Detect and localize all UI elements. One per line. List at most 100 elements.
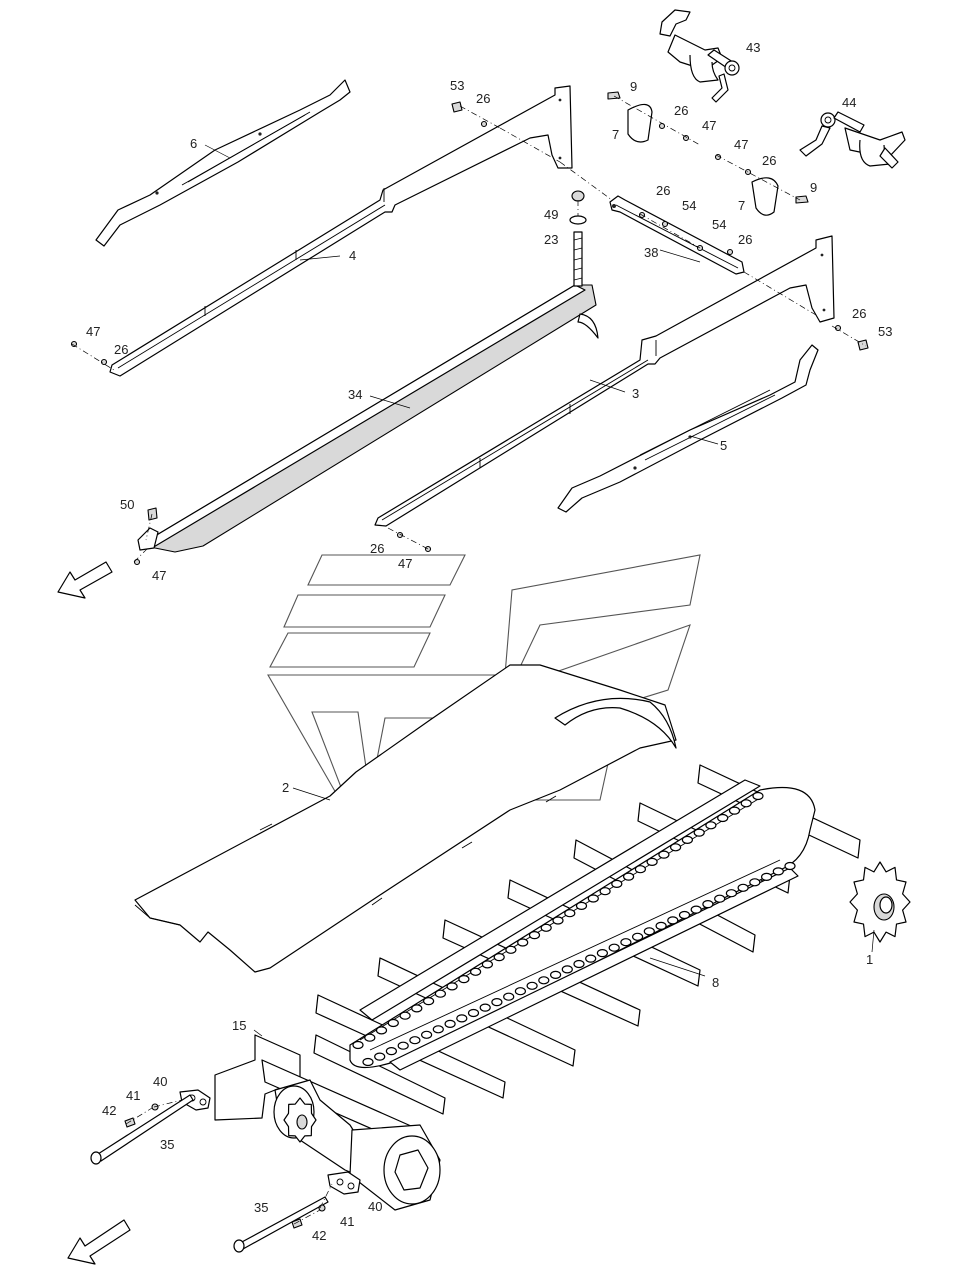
label-7b: 7 (738, 198, 745, 213)
chain-link (491, 997, 503, 1007)
chain-link (397, 1041, 409, 1050)
chain-link (432, 1025, 444, 1034)
chain-link (387, 1018, 399, 1028)
chain-link (399, 1011, 411, 1020)
chain-link (749, 878, 761, 887)
chain-link (481, 960, 493, 969)
chain-link (526, 981, 538, 990)
label-2: 2 (282, 780, 289, 795)
part-43-crank-handle (659, 9, 740, 103)
chain-link (564, 909, 576, 918)
chain-link (423, 996, 435, 1006)
chain-link (374, 1052, 386, 1061)
chain-link (573, 959, 585, 969)
label-26b: 26 (674, 103, 688, 118)
label-26h: 26 (370, 541, 384, 556)
chain-link (411, 1004, 423, 1013)
chain-link (690, 905, 702, 914)
label-41b: 41 (340, 1214, 354, 1229)
chain-link (693, 828, 705, 837)
label-9a: 9 (630, 79, 637, 94)
label-40b: 40 (368, 1199, 382, 1214)
chain-link (658, 850, 670, 859)
chain-link (456, 1014, 468, 1023)
part-3-side-frame (374, 235, 835, 527)
callout-labels: 1 2 3 4 5 6 7 7 8 9 9 15 23 26 26 26 26 … (86, 40, 892, 1243)
label-35a: 35 (160, 1137, 174, 1152)
part-41-42-fasteners (124, 1103, 326, 1229)
chain-link (434, 989, 446, 998)
label-53a: 53 (450, 78, 464, 93)
chain-link (643, 927, 655, 936)
label-26a: 26 (476, 91, 490, 106)
label-35b: 35 (254, 1200, 268, 1215)
direction-arrow-icon (57, 561, 131, 1265)
chain-link (725, 889, 738, 898)
chain-link (705, 821, 717, 830)
label-44: 44 (842, 95, 856, 110)
label-49: 49 (544, 207, 558, 222)
label-43: 43 (746, 40, 760, 55)
chain-link (479, 1003, 491, 1012)
chain-link (772, 867, 784, 876)
drive-motor (273, 1079, 441, 1211)
chain-link (737, 883, 749, 892)
label-47c: 47 (86, 324, 100, 339)
part-23-bolt (573, 231, 583, 287)
label-26g: 26 (114, 342, 128, 357)
part-49-nut (569, 190, 587, 225)
chain-link (444, 1019, 456, 1029)
chain-link (503, 992, 515, 1001)
chain-link (467, 1008, 480, 1018)
label-26c: 26 (762, 153, 776, 168)
label-1: 1 (866, 952, 873, 967)
chain-link (587, 894, 599, 903)
chain-link (599, 887, 611, 896)
chain-link (728, 806, 741, 815)
part-7-clamp (627, 103, 779, 216)
label-23: 23 (544, 232, 558, 247)
label-7a: 7 (612, 127, 619, 142)
chain-link (667, 916, 679, 925)
label-15: 15 (232, 1018, 246, 1033)
chain-link (364, 1033, 376, 1042)
chain-link (517, 938, 529, 947)
chain-link (528, 930, 541, 940)
chain-link (596, 948, 609, 958)
chain-link (458, 974, 470, 984)
chain-link (552, 916, 564, 925)
part-44-crank-handle (799, 111, 906, 169)
chain-link (634, 865, 647, 874)
label-4: 4 (349, 248, 356, 263)
chain-link (669, 843, 682, 852)
label-47d: 47 (398, 556, 412, 571)
label-47e: 47 (152, 568, 166, 583)
part-40-bracket (179, 1089, 361, 1195)
chain-link (549, 970, 562, 980)
chain-link (540, 923, 552, 932)
label-40a: 40 (153, 1074, 167, 1089)
label-26e: 26 (738, 232, 752, 247)
label-53b: 53 (878, 324, 892, 339)
chain-link (740, 799, 752, 808)
assembly-lines (71, 95, 867, 1225)
label-38: 38 (644, 245, 658, 260)
chain-link (784, 861, 796, 871)
part-2-floor-sheet (134, 664, 677, 973)
chain-link (717, 813, 729, 823)
chain-link (622, 872, 635, 881)
label-41a: 41 (126, 1088, 140, 1103)
chain-link (385, 1046, 397, 1056)
chain-link (470, 967, 482, 976)
label-26f: 26 (852, 306, 866, 321)
label-50: 50 (120, 497, 134, 512)
chain-link (575, 901, 588, 911)
chain-link (714, 894, 726, 903)
part-6-side-guide (95, 79, 351, 247)
label-54a: 54 (682, 198, 696, 213)
chain-link (375, 1026, 388, 1035)
part-8-slat-conveyor (313, 764, 861, 1115)
part-5-side-guide (557, 344, 819, 513)
part-35-bolt (90, 1094, 329, 1253)
